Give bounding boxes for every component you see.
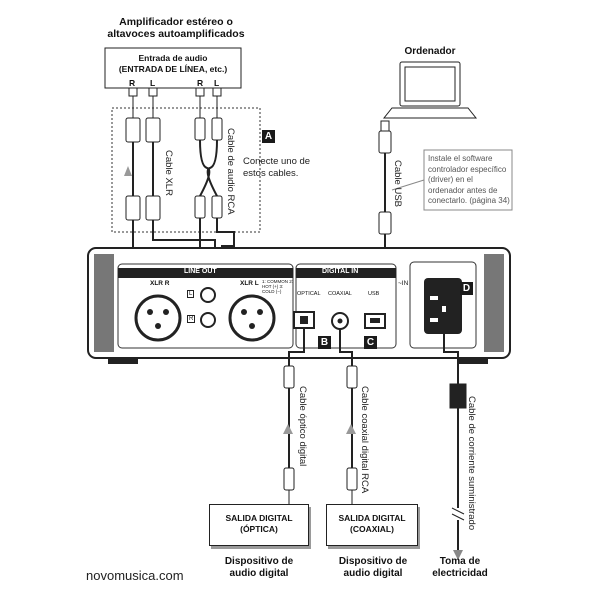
optical-device-caption: Dispositivo de audio digital (224, 556, 294, 579)
power-cable (443, 334, 467, 550)
xlr-r-label: XLR R (150, 280, 170, 287)
arrow-up-icon (124, 166, 132, 176)
coaxial-cable (339, 329, 358, 504)
xlr-cable-label: Cable XLR (163, 150, 174, 196)
power-outlet-caption: Toma de electricidad (432, 556, 488, 579)
rca-r-label: R (187, 315, 196, 323)
amp-input-label: Entrada de audio (138, 53, 208, 63)
arrow-down-icon (453, 550, 463, 560)
amp-title: Amplificador estéreo o altavoces autoamp… (107, 16, 245, 40)
usb-port-label: USB (368, 291, 380, 297)
rca-l-label: L (187, 290, 195, 298)
amp-channel-r-rca: R (197, 78, 204, 88)
xlr-pin-legend: 1: COMMON 2: HOT (+) 3: COLD (−) (262, 279, 294, 294)
ac-in-label: ~IN (398, 280, 409, 287)
footer-site: novomusica.com (86, 568, 184, 583)
amp-channel-l: L (150, 78, 156, 88)
amp-channel-l-rca: L (214, 78, 220, 88)
coaxial-cable-label: Cable coaxial digital RCA (359, 386, 370, 494)
coaxial-port-label: COAXIAL (328, 291, 352, 297)
coaxial-device-label: SALIDA DIGITAL (COAXIAL) (338, 513, 406, 534)
power-cable-label: Cable de corriente suministrado (466, 396, 477, 531)
line-out-label: LINE OUT (184, 268, 217, 275)
coaxial-device-box: SALIDA DIGITAL (COAXIAL) (326, 504, 418, 546)
amp-channel-r: R (129, 78, 136, 88)
digital-in-label: DIGITAL IN (322, 268, 359, 275)
rca-cable (194, 87, 235, 316)
rca-cable-label: Cable de audio RCA (225, 128, 236, 215)
optical-device-label: SALIDA DIGITAL (ÓPTICA) (225, 513, 293, 534)
xlr-cable (125, 87, 216, 300)
xlr-l-label: XLR L (240, 280, 259, 287)
computer-title: Ordenador (404, 46, 456, 57)
badge-a: A (262, 130, 275, 143)
coaxial-device-caption: Dispositivo de audio digital (338, 556, 408, 579)
optical-cable-label: Cable óptico digital (297, 386, 308, 467)
optical-port-label: OPTICAL (297, 291, 321, 297)
device-rear-panel (87, 247, 511, 364)
driver-note: Instale el software controlador específi… (428, 154, 510, 205)
laptop-icon (382, 61, 478, 119)
amp-input-sublabel: (ENTRADA DE LÍNEA, etc.) (118, 64, 228, 74)
optical-device-box: SALIDA DIGITAL (ÓPTICA) (209, 504, 309, 546)
badge-d: D (460, 282, 473, 295)
badge-c: C (364, 336, 377, 349)
usb-cable-label: Cable USB (392, 160, 403, 207)
connect-one-note: Conecte uno de estos cables. (243, 156, 311, 179)
usb-cable (378, 120, 392, 300)
badge-b: B (318, 336, 331, 349)
